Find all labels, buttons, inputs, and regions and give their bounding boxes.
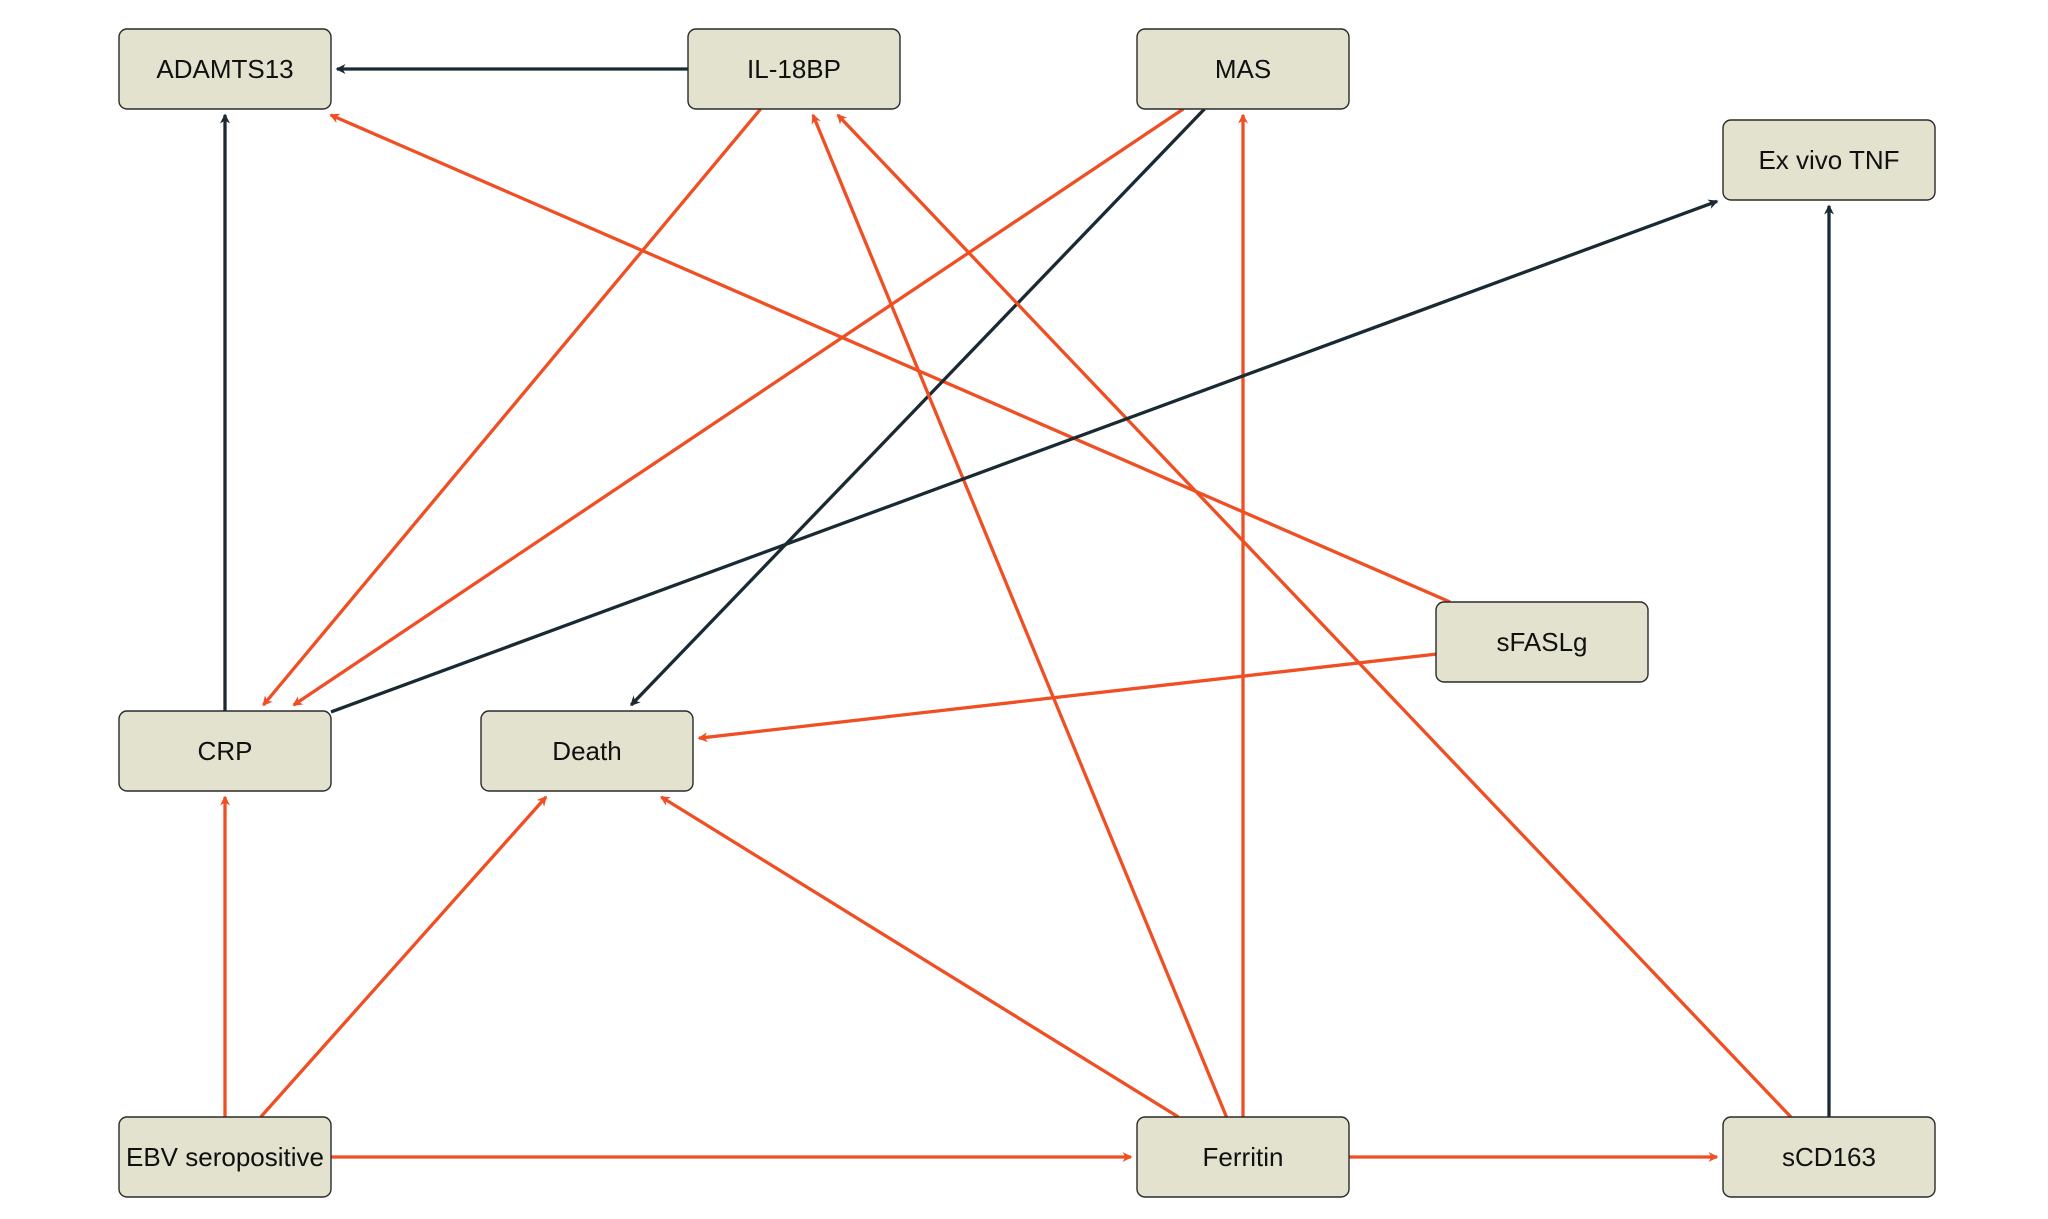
node-scd163: sCD163 [1722,1116,1936,1198]
node-label-death: Death [552,736,621,766]
node-label-adamts13: ADAMTS13 [156,54,293,84]
node-label-exvivotnf: Ex vivo TNF [1758,145,1899,175]
node-mas: MAS [1136,28,1350,110]
edges-layer [220,64,1834,1162]
node-box-death [480,710,694,792]
edge-ferritin-to-death [660,795,1180,1119]
node-crp: CRP [118,710,332,792]
node-ebv: EBV seropositive [118,1116,332,1198]
node-box-ferritin [1136,1116,1350,1198]
node-box-il18bp [687,28,901,110]
edge-mas-to-crp [292,107,1185,707]
node-label-ebv: EBV seropositive [126,1142,324,1172]
edge-crp-to-exvivotnf [330,199,1719,714]
edge-il18bp-to-crp [262,107,762,707]
node-label-sfaslg: sFASLg [1496,627,1587,657]
node-label-crp: CRP [198,736,253,766]
node-box-adamts13 [118,28,332,110]
node-exvivotnf: Ex vivo TNF [1722,119,1936,201]
node-box-mas [1136,28,1350,110]
edge-sfaslg-to-adamts13 [329,113,1451,604]
node-box-crp [118,710,332,792]
node-box-ebv [118,1116,332,1198]
node-sfaslg: sFASLg [1435,601,1649,683]
node-box-exvivotnf [1722,119,1936,201]
node-ferritin: Ferritin [1136,1116,1350,1198]
node-label-scd163: sCD163 [1782,1142,1876,1172]
edge-ferritin-to-il18bp [811,113,1229,1118]
node-label-mas: MAS [1215,54,1271,84]
node-adamts13: ADAMTS13 [118,28,332,110]
edge-mas-to-death [630,107,1206,707]
edge-ebv-to-death [259,795,548,1119]
edge-sfaslg-to-death [697,652,1437,743]
node-il18bp: IL-18BP [687,28,901,110]
node-label-il18bp: IL-18BP [747,54,841,84]
node-death: Death [480,710,694,792]
node-box-scd163 [1722,1116,1936,1198]
edge-scd163-to-il18bp [836,113,1793,1119]
node-box-sfaslg [1435,601,1649,683]
node-label-ferritin: Ferritin [1203,1142,1284,1172]
